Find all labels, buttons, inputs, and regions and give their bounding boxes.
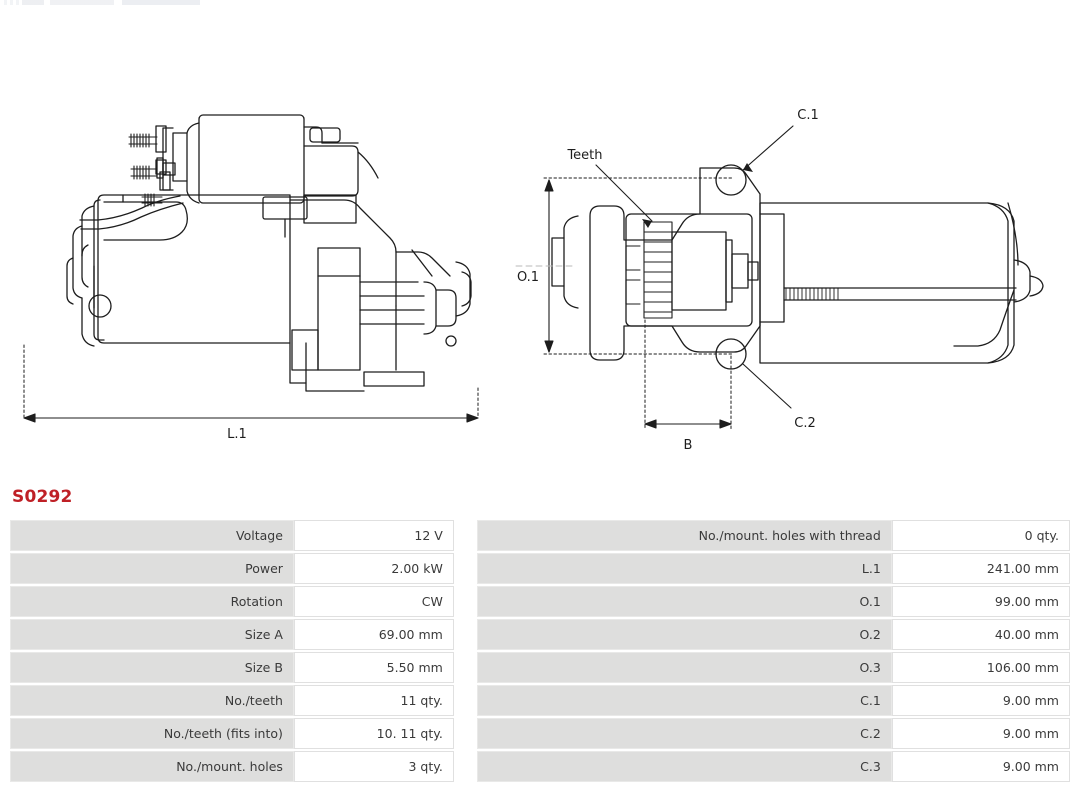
leader-c1: [742, 125, 794, 171]
dim-extension-lines: [23, 344, 479, 418]
dimension-label-L1: L.1: [227, 427, 247, 442]
dimension-label-O1: O.1: [517, 270, 539, 285]
column-gap: [453, 652, 478, 683]
shaft-knurl: [785, 287, 839, 301]
spec-label-left: Voltage: [10, 520, 294, 551]
column-gap: [453, 553, 478, 584]
column-gap: [453, 751, 478, 782]
pinion-teeth: [625, 221, 673, 319]
left-drawing-starter-side-view: [23, 114, 479, 423]
technical-drawings-area: L.1 O.1 B Teeth C.1 C.2: [23, 108, 1044, 453]
spec-value-left: CW: [293, 586, 454, 617]
spec-value-right: 9.00 mm: [891, 751, 1070, 782]
annotation-label-c2: C.2: [794, 416, 815, 431]
page-top-artifact: [4, 0, 200, 5]
spec-value-left: 12 V: [293, 520, 454, 551]
annotation-label-teeth: Teeth: [566, 148, 602, 163]
spec-value-right: 241.00 mm: [891, 553, 1070, 584]
spec-label-left: Size A: [10, 619, 294, 650]
spec-value-right: 9.00 mm: [891, 685, 1070, 716]
spec-label-right: O.1: [477, 586, 892, 617]
leader-c2: [742, 363, 792, 409]
spec-value-left: 10. 11 qty.: [293, 718, 454, 749]
spec-label-right: C.1: [477, 685, 892, 716]
spec-label-left: No./teeth (fits into): [10, 718, 294, 749]
annotation-label-c1: C.1: [797, 108, 818, 123]
spec-label-right: O.2: [477, 619, 892, 650]
dimension-label-B: B: [684, 438, 693, 453]
part-number: S0292: [12, 487, 73, 507]
spec-value-right: 106.00 mm: [891, 652, 1070, 683]
spec-label-right: C.3: [477, 751, 892, 782]
spec-label-right: C.2: [477, 718, 892, 749]
spec-label-left: Rotation: [10, 586, 294, 617]
leader-teeth: [595, 164, 653, 222]
column-gap: [453, 718, 478, 749]
spec-label-right: O.3: [477, 652, 892, 683]
spec-label-left: Size B: [10, 652, 294, 683]
spec-value-left: 2.00 kW: [293, 553, 454, 584]
spec-value-left: 11 qty.: [293, 685, 454, 716]
dim-line-B: [644, 419, 732, 429]
right-drawing-starter-front-view: [515, 125, 1044, 431]
column-gap: [453, 619, 478, 650]
spec-value-left: 5.50 mm: [293, 652, 454, 683]
spec-label-right: No./mount. holes with thread: [477, 520, 892, 551]
column-gap: [453, 586, 478, 617]
drawings-svg: L.1 O.1 B Teeth C.1 C.2: [23, 108, 1044, 453]
spec-value-left: 3 qty.: [293, 751, 454, 782]
dim-line-L1: [23, 413, 479, 423]
column-gap: [453, 685, 478, 716]
spec-label-left: Power: [10, 553, 294, 584]
spec-value-right: 99.00 mm: [891, 586, 1070, 617]
column-gap: [453, 520, 478, 551]
spec-value-right: 9.00 mm: [891, 718, 1070, 749]
spec-value-right: 0 qty.: [891, 520, 1070, 551]
spec-value-left: 69.00 mm: [293, 619, 454, 650]
spec-label-left: No./teeth: [10, 685, 294, 716]
mount-hole-c1: [715, 164, 747, 196]
spec-value-right: 40.00 mm: [891, 619, 1070, 650]
spec-label-right: L.1: [477, 553, 892, 584]
spec-label-left: No./mount. holes: [10, 751, 294, 782]
